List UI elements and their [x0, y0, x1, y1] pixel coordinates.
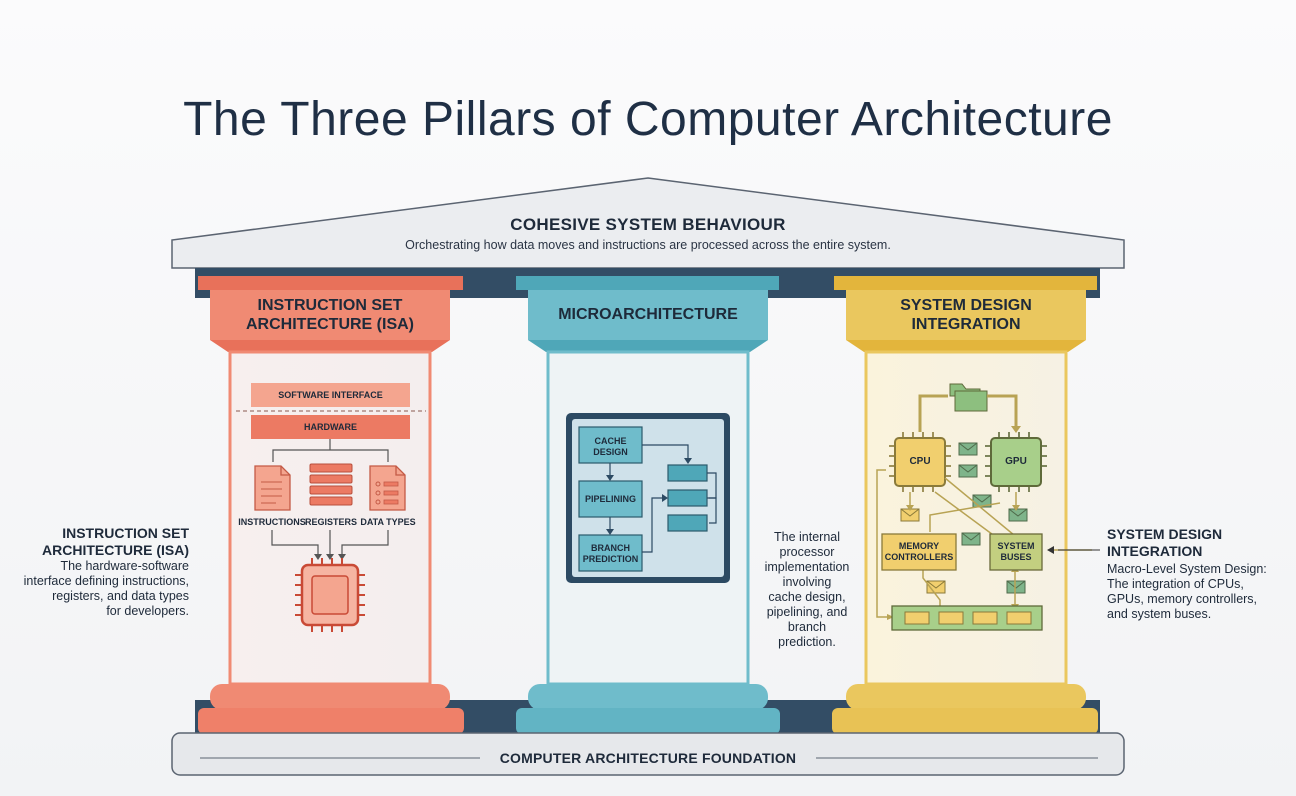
instructions-icon	[254, 465, 291, 511]
cpu-chip-icon	[889, 432, 951, 492]
system-diagram	[876, 383, 1100, 631]
foundation-label: COMPUTER ARCHITECTURE FOUNDATION	[499, 750, 797, 766]
pillar-system-design	[832, 276, 1098, 734]
gpu-chip-icon	[985, 432, 1047, 492]
system-side-title: SYSTEM DESIGN INTEGRATION	[1107, 526, 1223, 559]
instructions-label: INSTRUCTIONS	[238, 517, 306, 527]
hardware-label: HARDWARE	[304, 422, 357, 432]
software-interface-label: SOFTWARE INTERFACE	[278, 390, 383, 400]
data-types-label: DATA TYPES	[360, 517, 416, 527]
branch-prediction-box	[578, 534, 643, 572]
roof-subtitle: Orchestrating how data moves and instruc…	[405, 238, 891, 252]
registers-icon	[309, 463, 353, 506]
isa-side-title: INSTRUCTION SET ARCHITECTURE (ISA)	[42, 525, 189, 558]
memory-bus-strip	[891, 605, 1043, 631]
memory-controllers-label: MEMORY CONTROLLERS	[884, 541, 954, 562]
pillar-isa	[198, 276, 464, 734]
branch-prediction-label: BRANCH PREDICTION	[582, 543, 639, 564]
foundation-slab	[171, 732, 1125, 776]
isa-capital-label: INSTRUCTION SET ARCHITECTURE (ISA)	[246, 297, 414, 333]
isa-diagram	[236, 383, 426, 632]
micro-capital-label: MICROARCHITECTURE	[558, 306, 738, 323]
cache-design-label: CACHE DESIGN	[593, 436, 628, 457]
page-title: The Three Pillars of Computer Architectu…	[183, 93, 1113, 146]
processor-chip-icon	[295, 558, 365, 632]
system-side-description: Macro-Level System Design: The integrati…	[1107, 562, 1267, 621]
folder-icon	[949, 383, 988, 412]
micro-diagram	[566, 413, 730, 583]
data-types-icon	[369, 465, 406, 511]
micro-side-description: The internal processor implementation in…	[764, 530, 850, 649]
system-buses-label: SYSTEM BUSES	[997, 541, 1035, 562]
pipelining-label: PIPELINING	[584, 494, 636, 504]
system-capital-label: SYSTEM DESIGN INTEGRATION	[900, 297, 1032, 333]
registers-label: REGISTERS	[304, 517, 357, 527]
memory-controllers-box	[881, 533, 957, 571]
message-icons	[958, 442, 1028, 594]
system-buses-box	[989, 533, 1043, 571]
roof-title: COHESIVE SYSTEM BEHAVIOUR	[510, 215, 786, 234]
hardware-bar	[251, 415, 410, 439]
cpu-label: CPU	[909, 456, 931, 467]
software-interface-bar	[251, 383, 410, 407]
isa-side-description: The hardware-software interface defining…	[23, 559, 189, 618]
gpu-label: GPU	[1005, 456, 1027, 467]
cache-design-box	[578, 426, 643, 464]
